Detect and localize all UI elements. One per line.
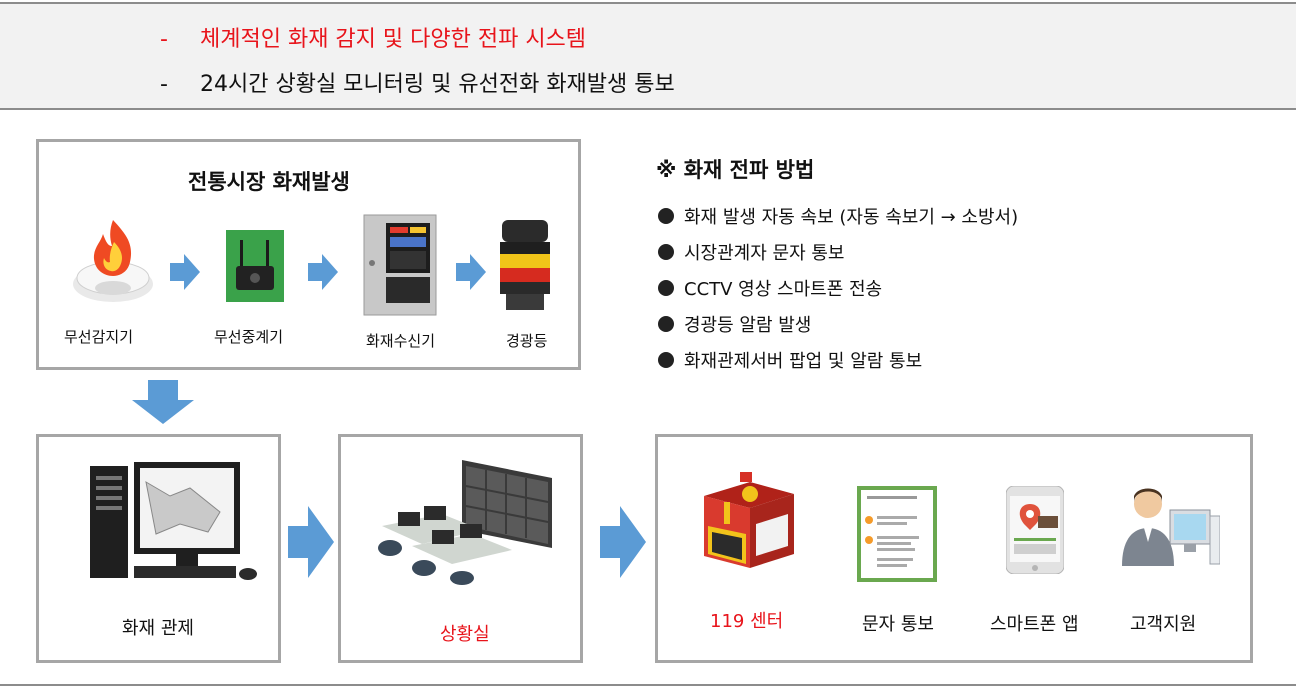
- right-arrow-icon: [600, 506, 646, 578]
- header-bullet-2: -24시간 상황실 모니터링 및 유선전화 화재발생 통보: [160, 72, 675, 97]
- notify-label-app: 스마트폰 앱: [990, 614, 1079, 635]
- bullet-dot-icon: [658, 280, 674, 296]
- header-band: -체계적인 화재 감지 및 다양한 전파 시스템 -24시간 상황실 모니터링 …: [0, 4, 1296, 108]
- bullet-dot-icon: [658, 316, 674, 332]
- right-arrow-icon: [288, 506, 334, 578]
- device-label: 무선중계기: [214, 328, 284, 346]
- method-item: CCTV 영상 스마트폰 전송: [658, 270, 1018, 306]
- flame-detector-icon: [73, 220, 153, 302]
- bullet-dot-icon: [658, 244, 674, 260]
- computer-workstation-icon: [90, 462, 257, 580]
- header-bottom-rule: [0, 108, 1296, 110]
- top-rule: [0, 2, 1296, 4]
- customer-support-icon: [1122, 488, 1220, 566]
- notify-label-support: 고객지원: [1130, 614, 1197, 635]
- right-arrow-icon: [170, 254, 200, 290]
- bullet-dot-icon: [658, 352, 674, 368]
- control-room-icon: [378, 460, 552, 585]
- methods-title: ※ 화재 전파 방법: [656, 158, 815, 182]
- device-label: 경광등: [506, 332, 548, 350]
- situation-room-label: 상황실: [440, 624, 490, 645]
- device-label: 무선감지기: [64, 328, 134, 346]
- method-item: 화재관제서버 팝업 및 알람 통보: [658, 342, 1018, 378]
- bullet-dot-icon: [658, 208, 674, 224]
- warning-light-icon: [500, 220, 550, 310]
- method-item: 화재 발생 자동 속보 (자동 속보기 → 소방서): [658, 198, 1018, 234]
- fire-receiver-panel-icon: [363, 214, 437, 316]
- method-item: 시장관계자 문자 통보: [658, 234, 1018, 270]
- detection-panel-title: 전통시장 화재발생: [188, 170, 350, 194]
- wireless-repeater-icon: [226, 230, 284, 302]
- control-label: 화재 관제: [122, 618, 194, 639]
- notify-label-119: 119 센터: [710, 611, 784, 632]
- device-label: 화재수신기: [366, 332, 436, 350]
- method-item: 경광등 알람 발생: [658, 306, 1018, 342]
- smartphone-app-icon: [1006, 486, 1064, 574]
- right-arrow-icon: [456, 254, 486, 290]
- header-bullet-1: -체계적인 화재 감지 및 다양한 전파 시스템: [160, 27, 587, 52]
- methods-list: 화재 발생 자동 속보 (자동 속보기 → 소방서) 시장관계자 문자 통보 C…: [658, 198, 1018, 378]
- sms-message-icon: [857, 486, 937, 582]
- notify-label-sms: 문자 통보: [862, 614, 934, 635]
- fire-station-icon: [704, 472, 794, 568]
- down-arrow-icon: [132, 380, 194, 424]
- right-arrow-icon: [308, 254, 338, 290]
- bottom-rule: [0, 684, 1296, 686]
